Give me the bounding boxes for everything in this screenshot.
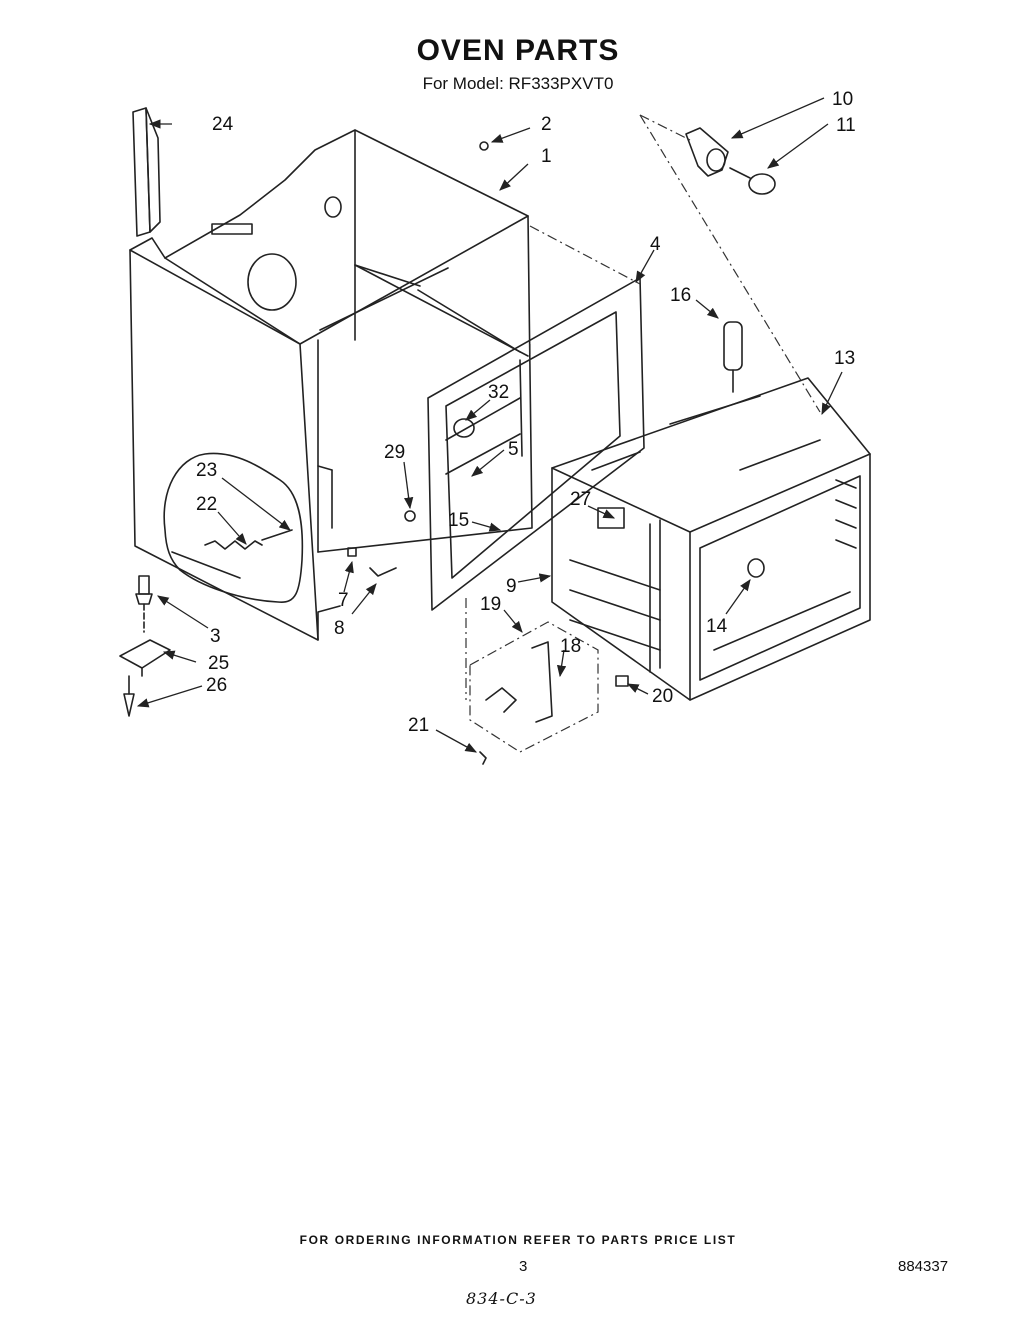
callout-8: 8 <box>334 618 345 639</box>
callout-29: 29 <box>384 442 405 463</box>
callout-9: 9 <box>506 576 517 597</box>
model-subtitle: For Model: RF333PXVT0 <box>422 74 614 93</box>
part-19-bracket-outline <box>469 621 599 753</box>
callout-15: 15 <box>448 510 469 531</box>
callout-22: 22 <box>196 494 217 515</box>
callout-5: 5 <box>508 439 519 460</box>
callout-19: 19 <box>480 594 501 615</box>
small-fasteners <box>347 141 629 765</box>
callout-3: 3 <box>210 626 221 647</box>
callout-25: 25 <box>208 653 229 674</box>
part-26-leg-tip <box>123 675 135 717</box>
callout-4: 4 <box>650 234 661 255</box>
callout-32: 32 <box>488 382 509 403</box>
part-10-lamp-socket <box>685 127 729 177</box>
callout-20: 20 <box>652 686 673 707</box>
part-3-leveling-leg <box>135 575 153 633</box>
part-25-bracket <box>119 639 171 677</box>
part-13-oven-liner <box>551 377 871 701</box>
callout-numbers: 24 2 1 10 11 4 16 13 32 29 5 23 22 27 15… <box>196 89 856 736</box>
callout-7: 7 <box>338 590 349 611</box>
document-number: 884337 <box>898 1258 949 1275</box>
callout-18: 18 <box>560 636 581 657</box>
callout-26: 26 <box>206 675 227 696</box>
part-11-lamp-bulb <box>729 167 776 195</box>
callout-16: 16 <box>670 285 691 306</box>
part-23-22-cutout-spring <box>163 452 304 603</box>
callout-13: 13 <box>834 348 855 369</box>
callout-24: 24 <box>212 114 234 135</box>
assembly-guide-lines <box>465 114 821 700</box>
callout-2: 2 <box>541 114 552 135</box>
part-4-front-frame <box>427 277 645 611</box>
callout-1: 1 <box>541 146 552 167</box>
page-title: OVEN PARTS <box>416 34 620 67</box>
part-16-cap <box>723 321 743 393</box>
callout-10: 10 <box>832 89 853 110</box>
ordering-info-note: FOR ORDERING INFORMATION REFER TO PARTS … <box>299 1233 737 1247</box>
callout-27: 27 <box>570 489 591 510</box>
handwritten-code: 834-C-3 <box>466 1289 537 1308</box>
part-24-trim-strip <box>132 107 161 237</box>
callout-14: 14 <box>706 616 728 637</box>
part-19-bracket <box>485 641 553 723</box>
callout-21: 21 <box>408 715 429 736</box>
part-1-cabinet <box>129 129 533 641</box>
callout-23: 23 <box>196 460 217 481</box>
callout-11: 11 <box>836 115 856 136</box>
leader-arrows <box>136 97 843 753</box>
page-number: 3 <box>519 1258 528 1275</box>
